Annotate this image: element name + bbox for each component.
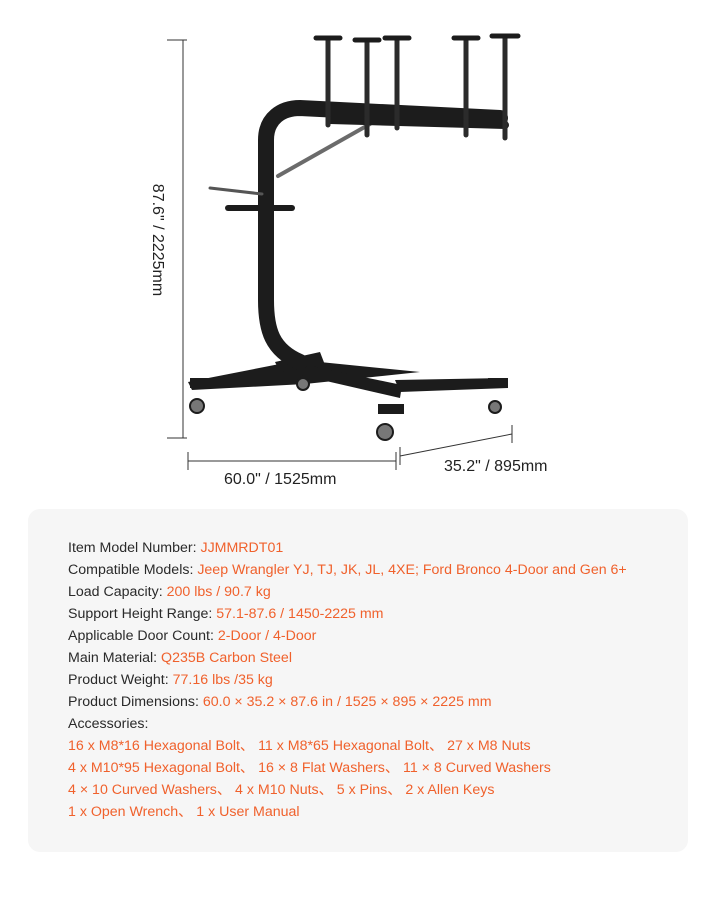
spec-load-capacity: Load Capacity: 200 lbs / 90.7 kg [68, 581, 627, 603]
product-figure: 87.6" / 2225mm 60.0" / 1525mm 35.2" / 89… [149, 33, 548, 488]
door-storage-cart-illustration [167, 33, 521, 470]
width-dimension-line [187, 452, 397, 470]
width-dimension-label: 60.0" / 1525mm [224, 471, 337, 488]
specifications-card: Item Model Number: JJMMRDT01 Compatible … [28, 509, 688, 852]
spec-compatible-models: Compatible Models: Jeep Wrangler YJ, TJ,… [68, 559, 627, 581]
accessories-line: 4 x M10*95 Hexagonal Bolt、 16 × 8 Flat W… [68, 760, 551, 776]
post-caps [313, 33, 521, 43]
spec-model-number: Item Model Number: JJMMRDT01 [68, 537, 627, 559]
spec-height-range: Support Height Range: 57.1-87.6 / 1450-2… [68, 603, 627, 625]
depth-dimension-label: 35.2" / 895mm [444, 458, 548, 475]
spec-label: Applicable Door Count: [68, 628, 218, 644]
caster-wheels [189, 377, 502, 441]
spec-weight: Product Weight: 77.16 lbs /35 kg [68, 669, 627, 691]
spec-label: Product Dimensions: [68, 694, 203, 710]
accessories-line: 4 × 10 Curved Washers、 4 x M10 Nuts、 5 x… [68, 782, 495, 798]
height-dimension-label: 87.6" / 2225mm [149, 183, 166, 297]
depth-dimension-line [399, 425, 513, 465]
cart-frame [208, 99, 509, 370]
spec-label: Main Material: [68, 650, 162, 666]
spec-material: Main Material: Q235B Carbon Steel [68, 647, 627, 669]
spec-dimensions: Product Dimensions: 60.0 × 35.2 × 87.6 i… [68, 691, 627, 713]
spec-value: 60.0 × 35.2 × 87.6 in / 1525 × 895 × 222… [202, 694, 492, 710]
spec-value: 77.16 lbs /35 kg [172, 672, 273, 688]
accessories-line: 16 x M8*16 Hexagonal Bolt、 11 x M8*65 He… [68, 738, 531, 754]
spec-value: JJMMRDT01 [200, 540, 284, 556]
accessories-line: 1 x Open Wrench、 1 x User Manual [68, 804, 300, 820]
spec-value: 2-Door / 4-Door [217, 628, 317, 644]
spec-label: Product Weight: [68, 672, 173, 688]
door-mount-posts [325, 35, 508, 141]
spec-door-count: Applicable Door Count: 2-Door / 4-Door [68, 625, 627, 647]
spec-value: 200 lbs / 90.7 kg [166, 584, 271, 600]
spec-label: Load Capacity: [68, 584, 167, 600]
specifications-list: Item Model Number: JJMMRDT01 Compatible … [68, 537, 627, 823]
spec-label: Item Model Number: [68, 540, 201, 556]
spec-label: Compatible Models: [68, 562, 198, 578]
cart-base [188, 352, 508, 414]
spec-value: 57.1-87.6 / 1450-2225 mm [216, 606, 384, 622]
spec-value: Q235B Carbon Steel [161, 650, 292, 666]
accessories-label: Accessories: [68, 716, 149, 732]
spec-label: Support Height Range: [68, 606, 217, 622]
height-dimension-line [167, 39, 187, 439]
spec-value: Jeep Wrangler YJ, TJ, JK, JL, 4XE; Ford … [197, 562, 627, 578]
